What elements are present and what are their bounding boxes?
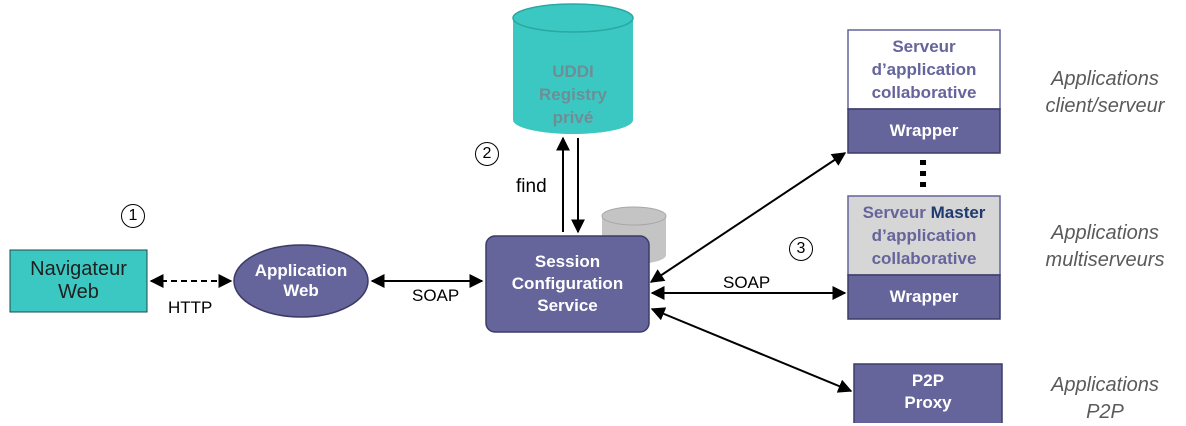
session-label: Session Configuration Service (486, 236, 649, 332)
category-p2p: Applications P2P (1030, 372, 1180, 426)
server2-wrapper-label: Wrapper (889, 287, 959, 306)
category-multi-line1: Applications (1051, 222, 1159, 244)
navigator-line1: Navigateur (30, 258, 127, 280)
p2p-line1: P2P (911, 371, 945, 390)
uddi-line2: Registry (538, 84, 608, 104)
category-multi-line2: multiserveurs (1045, 249, 1165, 271)
category-client-server-line2: client/serveur (1045, 95, 1165, 117)
server2-line1: Serveur Master (863, 201, 986, 224)
uddi-label: UDDI Registry privé (513, 54, 633, 134)
server1-wrapper-label: Wrapper (889, 121, 959, 140)
uddi-line3: privé (552, 107, 594, 127)
server2-label: Serveur Master d’application collaborati… (848, 196, 1000, 275)
uddi-line1: UDDI (552, 61, 594, 81)
session-line3: Service (537, 296, 598, 315)
session-line2: Configuration (511, 274, 624, 293)
arrow-to-p2p (650, 307, 853, 393)
step-1: 1 (121, 204, 145, 228)
app-web-label: Application Web (234, 245, 368, 317)
arrow-to-server1 (649, 152, 847, 283)
server1-line3: collaborative (871, 83, 977, 102)
server1-line2: d’application (871, 60, 977, 79)
navigator-line2: Web (58, 281, 99, 303)
server1-wrapper-box (847, 108, 1001, 154)
server1-wrapper: Wrapper (848, 109, 1000, 153)
app-web-ellipse (233, 244, 369, 318)
server2-master: Master (930, 203, 986, 222)
server1-label: Serveur d’application collaborative (848, 30, 1000, 109)
http-label: HTTP (168, 298, 213, 317)
server1-line1: Serveur (892, 37, 956, 56)
p2p-proxy-label: P2P Proxy (854, 364, 1002, 420)
p2p-line2: Proxy (904, 393, 952, 412)
p2p-proxy-box (853, 363, 1003, 423)
app-web-line2: Web (283, 281, 319, 300)
step-3: 3 (789, 237, 813, 261)
navigator-box (9, 249, 148, 313)
step-2: 2 (475, 142, 499, 166)
category-multi: Applications multiserveurs (1030, 220, 1180, 274)
category-p2p-line2: P2P (1086, 401, 1124, 423)
category-p2p-line1: Applications (1051, 374, 1159, 396)
server1-top (847, 29, 1001, 110)
soap-left-label: SOAP (412, 286, 460, 305)
session-box (485, 235, 650, 333)
soap-right-label: SOAP (723, 273, 771, 292)
server2-line3: collaborative (871, 249, 977, 268)
server2-wrapper-box (847, 274, 1001, 320)
category-client-server: Applications client/serveur (1030, 66, 1180, 120)
session-line1: Session (534, 252, 601, 271)
ellipsis-dots (920, 160, 926, 187)
app-web-line1: Application (254, 261, 348, 280)
server2-line1a: Serveur (862, 203, 926, 222)
server2-wrapper: Wrapper (848, 275, 1000, 319)
find-label: find (516, 176, 547, 197)
navigator-label: Navigateur Web (10, 250, 147, 312)
uddi-cylinder (512, 3, 634, 134)
server2-line2: d’application (871, 226, 977, 245)
category-client-server-line1: Applications (1051, 68, 1159, 90)
